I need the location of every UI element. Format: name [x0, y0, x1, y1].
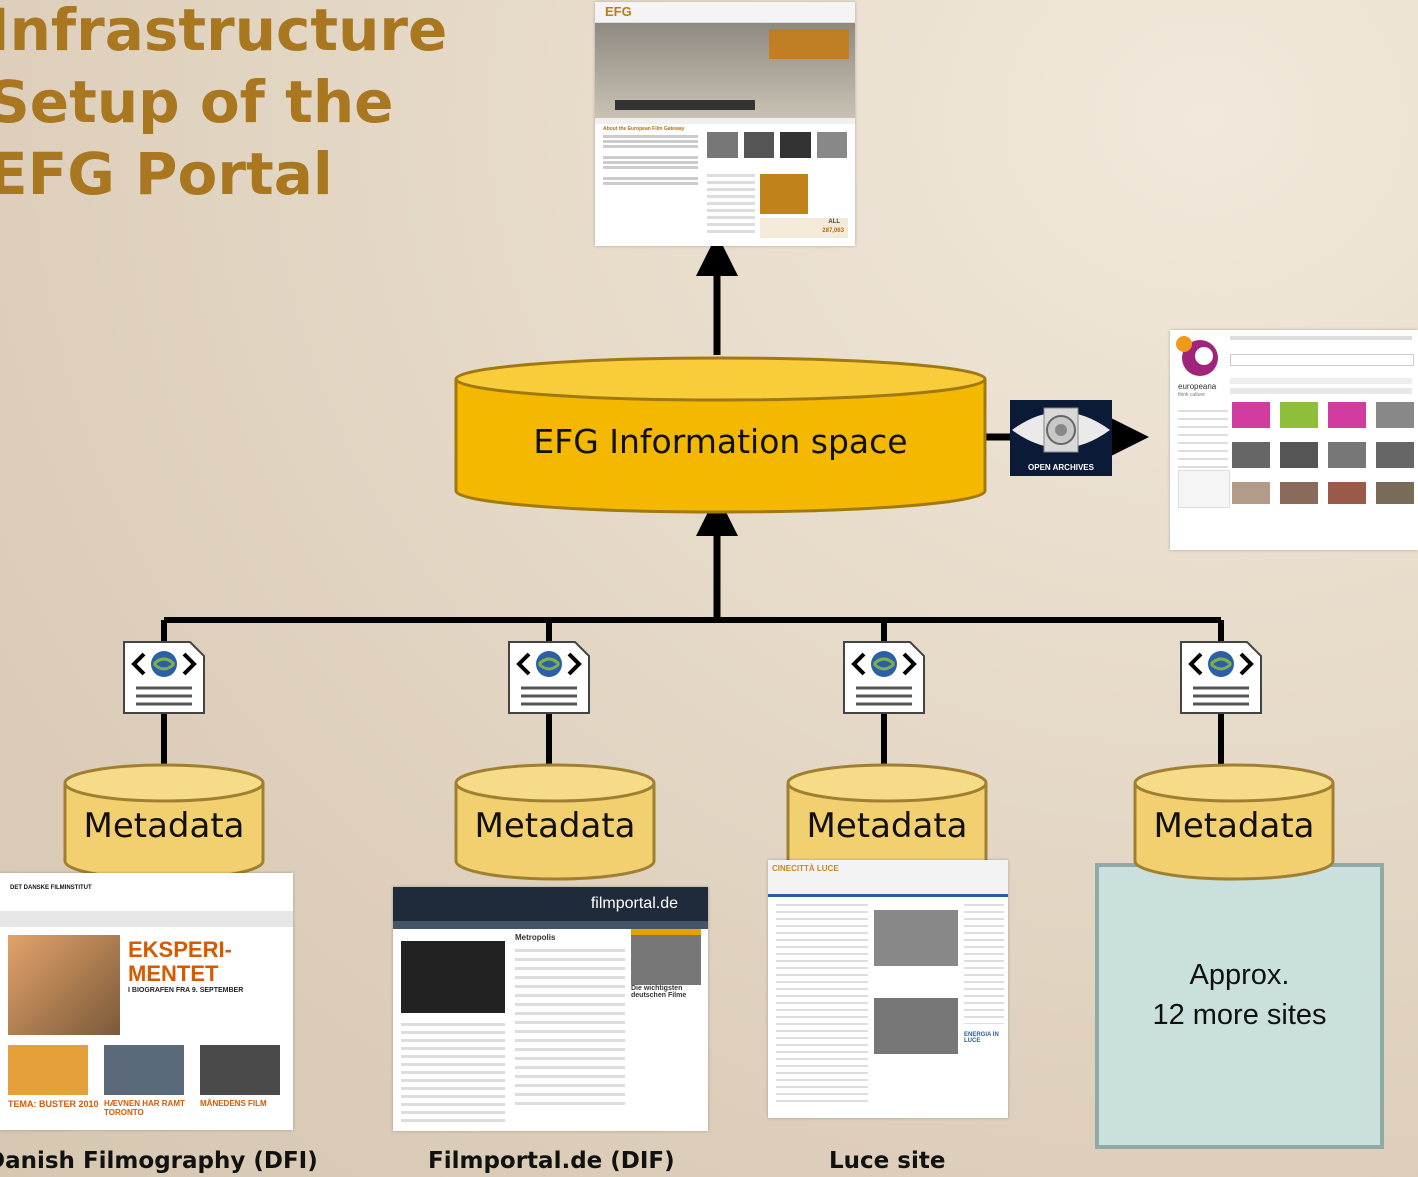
dfi-row-2: HÆVNEN HAR RAMT TORONTO	[104, 1099, 185, 1117]
luce-box: ENERGIA IN LUCE	[964, 1032, 999, 1044]
caption-filmportal: Filmportal.de (DIF)	[428, 1148, 675, 1174]
filmportal-box: Die wichtigsten deutschen Filme	[631, 985, 687, 999]
metadata-cylinder-shape	[454, 763, 656, 881]
filmportal-logo: filmportal.de	[590, 895, 678, 912]
more-sites-box: Approx. 12 more sites	[1095, 863, 1384, 1149]
dfi-logo: DET DANSKE FILMINSTITUT	[10, 885, 92, 891]
title-line-3: EFG Portal	[0, 140, 333, 208]
hub-label: EFG Information space	[533, 422, 908, 461]
metadata-cylinder-shape	[786, 763, 988, 881]
dfi-row-1: TEMA: BUSTER 2010	[8, 1099, 99, 1109]
caption-luce: Luce site	[829, 1148, 946, 1174]
metadata-cylinder: Metadata	[1132, 763, 1336, 883]
filmportal-screenshot: filmportal.de Metropolis Die wichtigsten…	[393, 887, 708, 1131]
dfi-headline-2: MENTET	[128, 961, 219, 986]
dfi-headline-1: EKSPERI-	[128, 937, 232, 962]
metadata-label: Metadata	[474, 806, 636, 846]
europeana-sub: think culture	[1178, 392, 1205, 398]
luce-logo: CINECITTÀ LUCE	[772, 864, 839, 873]
more-sites-line-1: Approx.	[1189, 959, 1290, 991]
hub-cylinder-shape	[454, 356, 987, 514]
dfi-row-3: MÅNEDENS FILM	[200, 1099, 267, 1108]
more-sites-line-2: 12 more sites	[1152, 999, 1327, 1031]
efg-stat-value: 287,063	[822, 228, 844, 234]
dfi-sub: I BIOGRAFEN FRA 9. SEPTEMBER	[128, 987, 244, 994]
efg-logo: EFG	[605, 4, 632, 19]
oai-eye-icon	[1012, 407, 1110, 453]
metadata-cylinder: Metadata	[453, 763, 657, 883]
xml-globe-document-icon	[1180, 641, 1262, 714]
efg-portal-screenshot: EFG About the European Film Gateway ALL …	[595, 2, 855, 246]
dfi-screenshot: DET DANSKE FILMINSTITUT EKSPERI- MENTET …	[0, 873, 293, 1130]
oai-label: OPEN ARCHIVES	[1028, 463, 1094, 472]
filmportal-film: Metropolis	[515, 933, 556, 942]
title-line-2: Setup of the	[0, 68, 394, 136]
metadata-label: Metadata	[806, 806, 968, 846]
efg-headline: About the European Film Gateway	[603, 126, 685, 132]
europeana-logo: europeana	[1178, 382, 1217, 391]
slide-title: Infrastructure Setup of the EFG Portal	[0, 0, 447, 210]
metadata-cylinder-shape	[63, 763, 265, 881]
metadata-label: Metadata	[83, 806, 245, 846]
efg-information-space-cylinder: EFG Information space	[453, 355, 988, 515]
oai-harvester: OPEN ARCHIVES	[1010, 400, 1112, 476]
title-line-1: Infrastructure	[0, 0, 448, 64]
caption-dfi: Danish Filmography (DFI)	[0, 1148, 318, 1174]
europeana-logo-icon	[1176, 336, 1218, 376]
xml-globe-document-icon	[843, 641, 925, 714]
xml-globe-document-icon	[123, 641, 205, 714]
metadata-cylinder: Metadata	[62, 763, 266, 883]
metadata-cylinder-shape	[1133, 763, 1335, 881]
efg-stat-label: ALL	[828, 219, 840, 225]
metadata-label: Metadata	[1153, 806, 1315, 846]
metadata-cylinder: Metadata	[785, 763, 989, 883]
europeana-screenshot: europeana think culture	[1170, 330, 1418, 550]
luce-screenshot: CINECITTÀ LUCE ENERGIA IN LUCE	[768, 860, 1008, 1118]
xml-globe-document-icon	[508, 641, 590, 714]
